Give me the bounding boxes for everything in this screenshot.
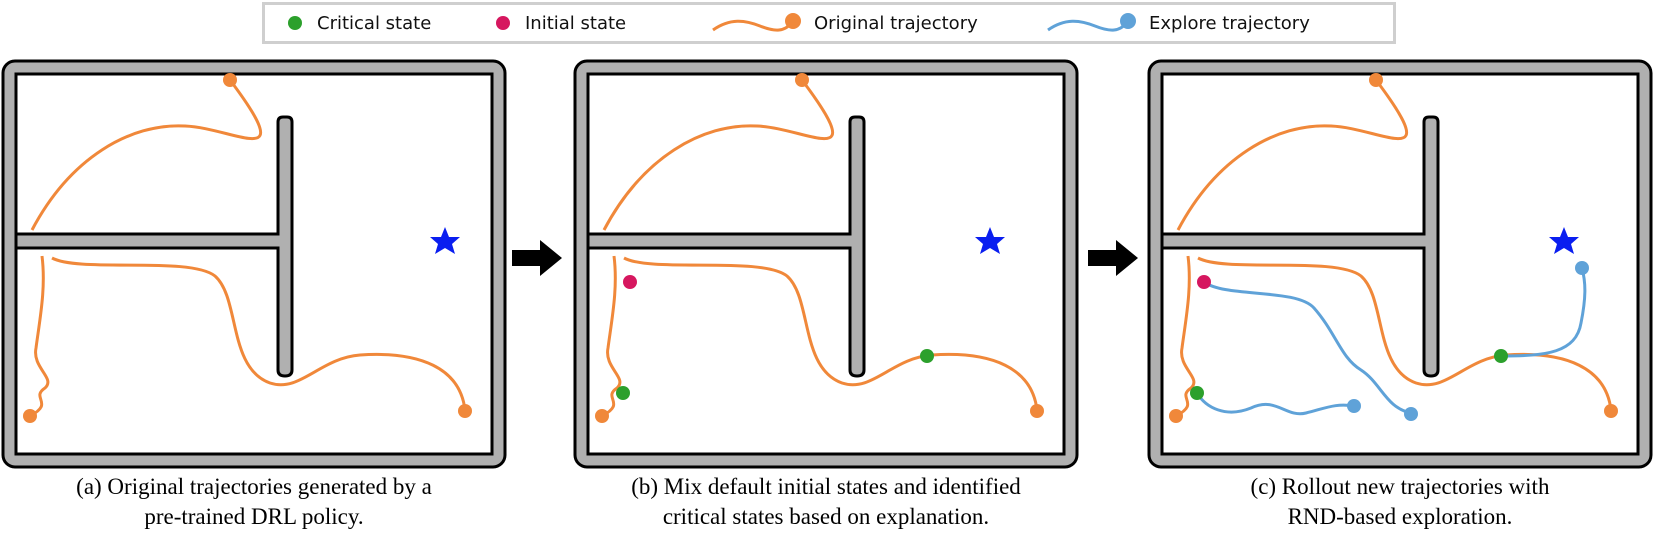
trajectory-endpoint — [223, 73, 237, 87]
legend: Critical state Initial state Original tr… — [262, 2, 1396, 44]
trajectory-endpoint — [1030, 404, 1044, 418]
trajectory-endpoint — [1604, 404, 1618, 418]
original-trajectories — [595, 73, 1044, 423]
trajectory-endpoint — [595, 409, 609, 423]
goal-star-icon — [430, 227, 460, 254]
original-trajectories — [1169, 73, 1618, 423]
critical-state-marker-icon — [288, 16, 302, 30]
caption-a-line1: (a) Original trajectories generated by a — [76, 474, 432, 499]
panel-c-maze — [1147, 59, 1653, 469]
trajectory-endpoint — [1575, 261, 1589, 275]
goal-star-icon — [1549, 227, 1579, 254]
caption-c-line1: (c) Rollout new trajectories with — [1250, 474, 1550, 499]
legend-critical-label: Critical state — [317, 12, 432, 34]
critical-state-marker — [1190, 386, 1204, 400]
caption-a: (a) Original trajectories generated by a… — [0, 472, 534, 532]
initial-state-marker — [623, 275, 637, 289]
explore-trajectory-line-icon — [1047, 13, 1136, 32]
legend-critical-state: Critical state — [285, 5, 431, 41]
legend-original-trajectory: Original trajectory — [710, 5, 978, 41]
caption-c-line2: RND-based exploration. — [1287, 504, 1513, 529]
caption-b: (b) Mix default initial states and ident… — [546, 472, 1106, 532]
trajectory-endpoint — [1369, 73, 1383, 87]
trajectory-endpoint — [1404, 407, 1418, 421]
legend-initial-label: Initial state — [525, 12, 627, 34]
critical-state-marker — [1494, 349, 1508, 363]
panel-a-maze — [1, 59, 507, 469]
caption-b-line2: critical states based on explanation. — [662, 504, 990, 529]
right-arrow-icon — [1088, 240, 1138, 276]
critical-state-marker — [920, 349, 934, 363]
trajectory-endpoint — [23, 409, 37, 423]
trajectory-endpoint — [458, 404, 472, 418]
legend-explore-trajectory: Explore trajectory — [1045, 5, 1310, 41]
trajectory-endpoint — [1347, 399, 1361, 413]
goal-star-icon — [975, 227, 1005, 254]
right-arrow-icon — [512, 240, 562, 276]
trajectory-endpoint — [1169, 409, 1183, 423]
original-trajectory-line-icon — [712, 13, 801, 32]
explore-trajectories — [1195, 261, 1589, 421]
legend-explore-label: Explore trajectory — [1149, 12, 1310, 34]
caption-b-line1: (b) Mix default initial states and ident… — [631, 474, 1021, 499]
initial-state-marker-icon — [496, 16, 510, 30]
panel-b-maze — [573, 59, 1079, 469]
legend-original-label: Original trajectory — [814, 12, 978, 34]
caption-a-line2: pre-trained DRL policy. — [144, 504, 364, 529]
original-trajectories — [23, 73, 472, 423]
trajectory-endpoint — [795, 73, 809, 87]
legend-initial-state: Initial state — [493, 5, 626, 41]
initial-state-marker — [1197, 275, 1211, 289]
critical-state-marker — [616, 386, 630, 400]
caption-c: (c) Rollout new trajectories with RND-ba… — [1120, 472, 1655, 532]
